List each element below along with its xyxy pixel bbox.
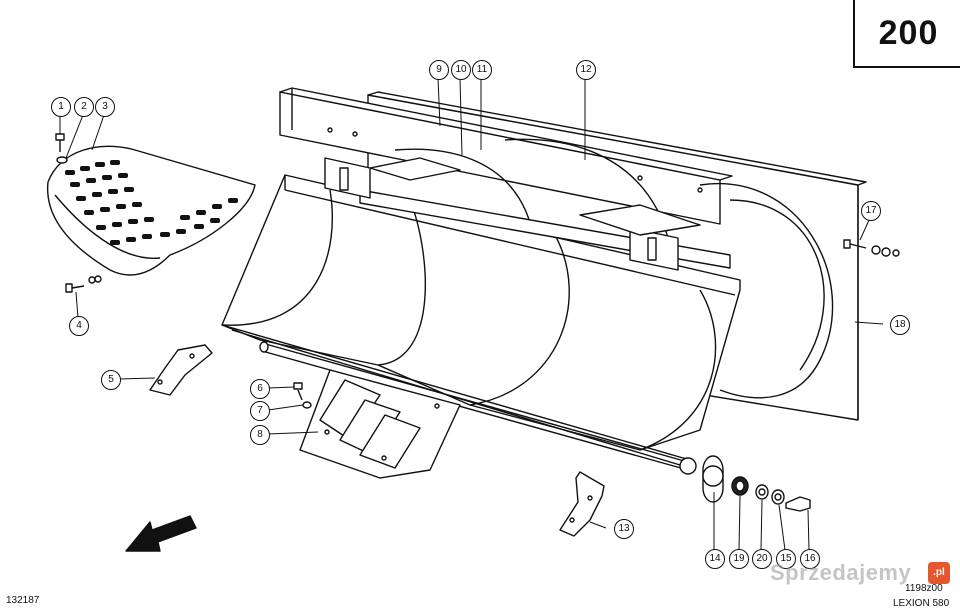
callout-17: 17 — [861, 201, 881, 221]
callout-9: 9 — [429, 60, 449, 80]
callout-10: 10 — [451, 60, 471, 80]
callout-13: 13 — [614, 519, 634, 539]
callout-15: 15 — [776, 549, 796, 569]
callout-19: 19 — [729, 549, 749, 569]
screw-6 — [293, 382, 312, 409]
page-number: 200 — [878, 13, 939, 52]
watermark: Sprzedajemy — [770, 560, 912, 585]
page-number-box: 200 — [853, 0, 960, 68]
callout-2: 2 — [74, 97, 94, 117]
callout-16: 16 — [800, 549, 820, 569]
callout-1: 1 — [51, 97, 71, 117]
drawing-number: 132187 — [6, 595, 40, 606]
callout-3: 3 — [95, 97, 115, 117]
cross-bar — [324, 157, 731, 271]
sieve-hardware — [55, 133, 102, 293]
bracket-5 — [149, 344, 213, 396]
sieve-shell — [46, 145, 256, 276]
reference-code: 1198z00 — [905, 583, 943, 594]
callout-7: 7 — [250, 401, 270, 421]
upper-beam — [279, 87, 733, 225]
callout-20: 20 — [752, 549, 772, 569]
auger-plate-8 — [299, 369, 461, 479]
callout-6: 6 — [250, 379, 270, 399]
shaft-hardware — [702, 455, 811, 512]
watermark-badge: .pl — [928, 562, 950, 584]
bracket-13 — [559, 471, 605, 537]
callout-8: 8 — [250, 425, 270, 445]
callout-12: 12 — [576, 60, 596, 80]
leader-lines — [59, 77, 884, 551]
washers-17 — [843, 239, 900, 257]
callout-11: 11 — [472, 60, 492, 80]
callout-4: 4 — [69, 316, 89, 336]
callout-14: 14 — [705, 549, 725, 569]
callout-5: 5 — [101, 370, 121, 390]
model-label: LEXION 580 — [893, 598, 950, 609]
direction-arrow-icon — [125, 515, 197, 552]
callout-18: 18 — [890, 315, 910, 335]
